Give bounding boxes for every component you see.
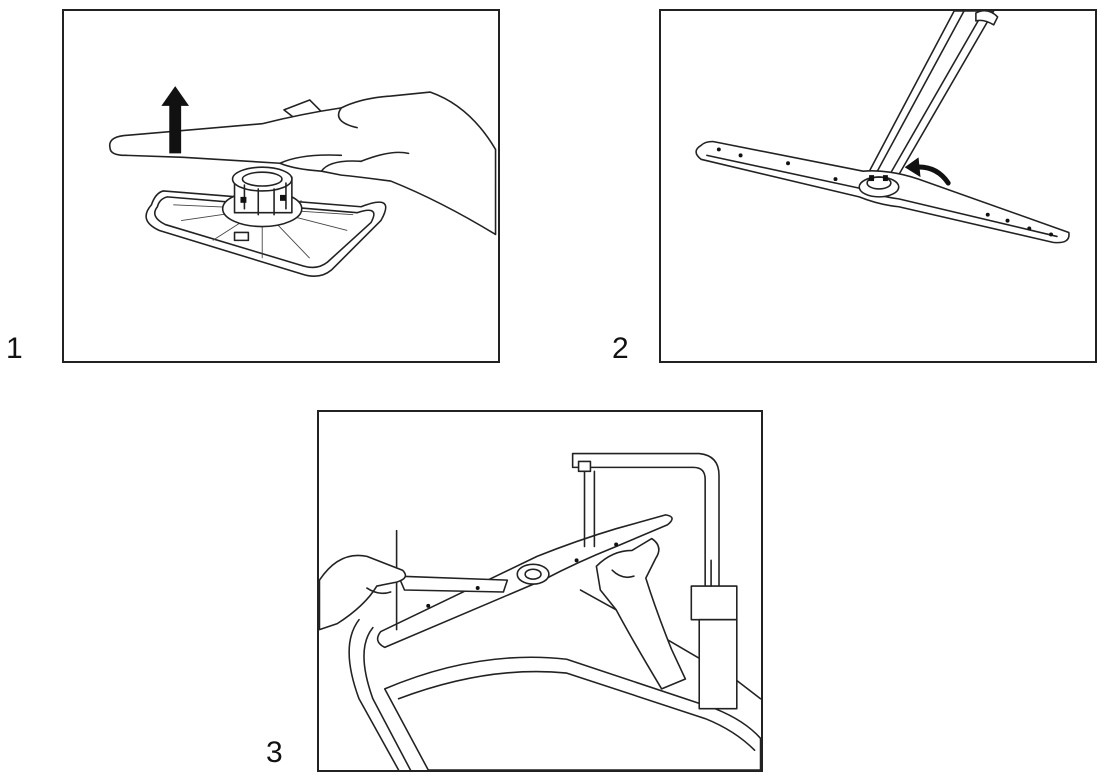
lower-spray-arm: [376, 514, 673, 649]
step-1-panel: [62, 9, 500, 363]
step-3-panel: [317, 410, 763, 772]
left-hand: [319, 554, 407, 631]
step-number: 3: [266, 736, 283, 769]
dishwasher-tub: [348, 589, 761, 770]
filter-lift-illustration: [108, 86, 497, 278]
step-number: 2: [612, 332, 629, 365]
spray-arm-unscrew-illustration: [695, 11, 1070, 244]
spray-arm-nut: [858, 175, 900, 198]
cylinder-filter: [221, 166, 303, 228]
hand: [108, 91, 497, 236]
up-arrow-icon: [161, 86, 190, 154]
rotate-arrow-icon: [904, 157, 951, 186]
step-2-panel: [659, 9, 1097, 363]
step-number: 1: [6, 332, 23, 365]
feed-tube: [864, 11, 999, 186]
lower-spray-arm-illustration: [319, 452, 761, 770]
right-hand: [595, 537, 687, 690]
lift-indicator-lines: [395, 460, 596, 631]
